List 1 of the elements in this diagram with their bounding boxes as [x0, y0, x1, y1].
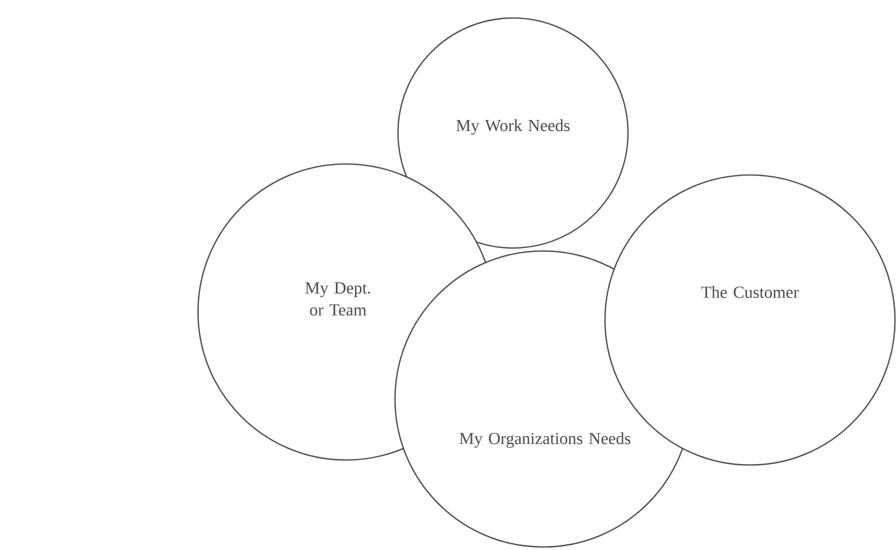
node-label: The Customer: [701, 286, 799, 298]
